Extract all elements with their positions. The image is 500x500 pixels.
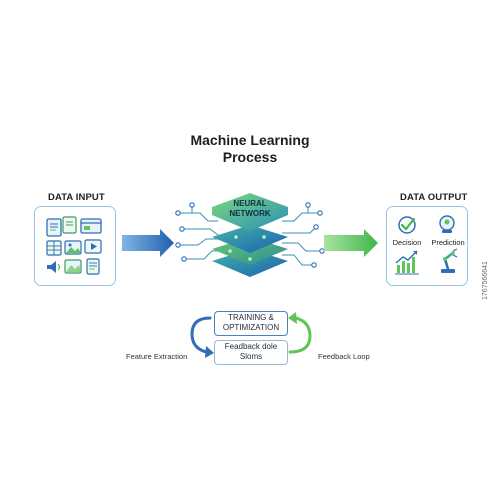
layer-mid-high: [212, 225, 288, 253]
feature-extraction-label: Feature Extraction: [126, 352, 188, 361]
title-line-1: Machine Learning: [190, 132, 310, 148]
output-item-decision: Decision: [392, 238, 422, 247]
stock-id-text: 1767566641: [482, 261, 489, 300]
output-item-prediction: Prediction: [431, 238, 465, 247]
file-icon: [62, 216, 77, 234]
title-line-2: Process: [222, 149, 278, 165]
input-arrow-icon: [122, 229, 174, 257]
data-output-box: Decision Prediction: [386, 206, 468, 286]
video-icon: [84, 239, 102, 254]
left-cycle-arrow-icon: [190, 316, 214, 358]
spreadsheet-icon: [46, 240, 62, 256]
speaker-icon: [47, 261, 61, 273]
feedback-line-2: Sloms: [239, 352, 263, 361]
document-icon: [46, 218, 62, 237]
checkmark-icon: [398, 216, 416, 234]
left-circuit-lines: [178, 205, 219, 260]
nn-line-1: NEURAL: [233, 199, 267, 208]
notes-icon: [86, 258, 100, 275]
data-output-label: DATA OUTPUT: [400, 192, 468, 203]
neural-network-label: NEURAL NETWORK: [213, 199, 287, 219]
robot-arm-icon: [441, 248, 458, 273]
crystal-ball-icon: [439, 215, 455, 233]
nn-line-2: NETWORK: [229, 209, 271, 218]
image-icon: [64, 240, 82, 255]
feedback-box: Feadback dole Sloms: [214, 340, 288, 365]
neural-network-graphic: [175, 193, 325, 277]
growth-chart-icon: [395, 250, 419, 275]
right-cycle-arrow-icon: [288, 312, 312, 354]
layer-top: [212, 193, 288, 231]
output-arrow-icon: [324, 229, 378, 257]
training-box: TRAINING & OPTIMIZATION: [214, 311, 288, 336]
feedback-line-1: Feadback dole: [224, 342, 278, 351]
feedback-loop-label: Feedback Loop: [318, 352, 370, 361]
data-input-label: DATA INPUT: [48, 192, 105, 203]
gallery-icon: [64, 259, 82, 274]
training-line-2: OPTIMIZATION: [222, 323, 280, 332]
data-input-icons: [46, 216, 102, 275]
data-output-icons: [395, 215, 458, 275]
diagram-title: Machine Learning Process: [0, 132, 500, 166]
right-circuit-lines: [282, 205, 322, 266]
data-input-box: [34, 206, 116, 286]
training-line-1: TRAINING &: [228, 313, 274, 322]
right-circuit-nodes: [305, 202, 325, 268]
browser-icon: [80, 218, 102, 234]
left-circuit-nodes: [175, 202, 195, 262]
